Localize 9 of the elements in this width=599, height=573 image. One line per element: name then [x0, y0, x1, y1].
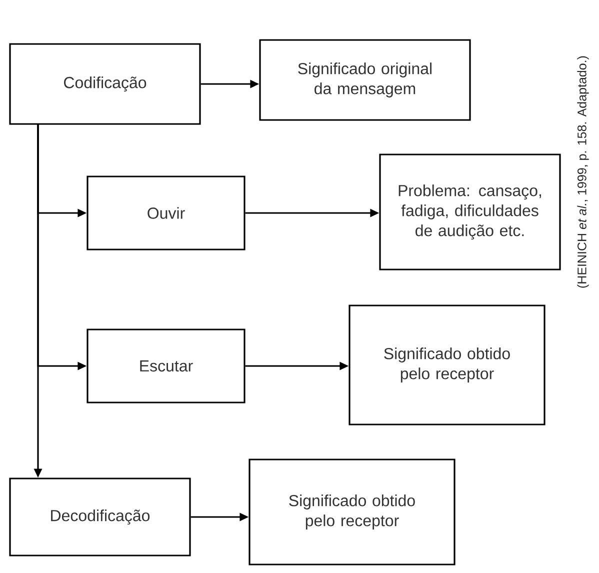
process-box: Significado obtido pelo receptor [248, 458, 456, 566]
source-citation: (HEINICH et al., 1999, p. 158. Adaptado.) [577, 56, 589, 288]
process-box: Significado obtido pelo receptor [348, 304, 546, 426]
process-box: Significado original da mensagem [259, 39, 471, 121]
process-box: Ouvir [86, 176, 246, 250]
process-box: Decodificação [9, 478, 191, 556]
process-box: Codificação [9, 43, 201, 125]
process-box: Problema: cansaço, fadiga, dificuldades de audição etc. [379, 154, 561, 270]
process-box: Escutar [86, 328, 246, 404]
